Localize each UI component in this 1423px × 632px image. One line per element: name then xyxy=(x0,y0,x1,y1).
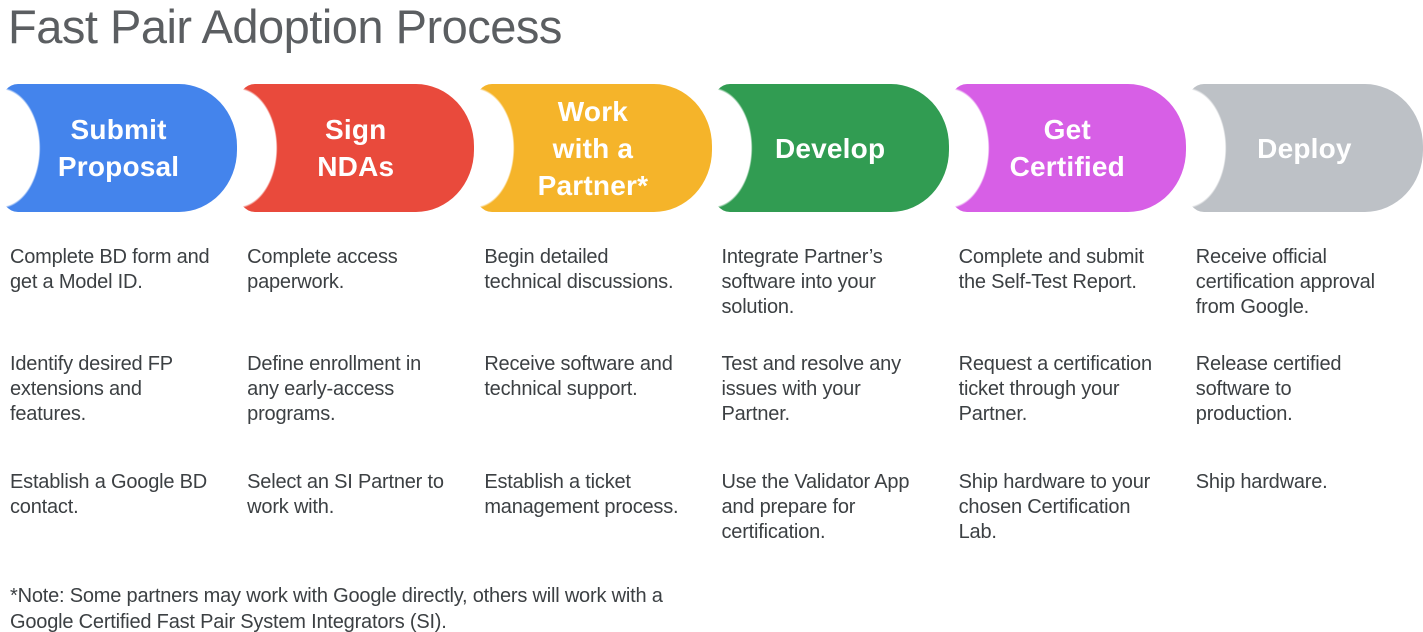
stage-pill-sign-ndas: Sign NDAs xyxy=(237,84,475,212)
stage-column-work-with-partner: Begin detailed technical discussions. Re… xyxy=(474,245,711,583)
stage-pill-develop: Develop xyxy=(711,84,949,212)
task-text: Complete access paperwork. xyxy=(247,246,398,293)
task-text: Begin detailed technical discussions. xyxy=(484,246,674,293)
task-text: Establish a Google BD contact. xyxy=(10,471,208,518)
task-text: Complete BD form and get a Model ID. xyxy=(10,246,210,293)
task-text: Receive official certification approval … xyxy=(1195,246,1375,318)
task-text: Receive software and technical support. xyxy=(484,353,673,400)
stage-column-develop: Integrate Partner’s software into your s… xyxy=(711,245,948,583)
stage-label: Submit Proposal xyxy=(57,114,180,182)
stage-pill-submit-proposal: Submit Proposal xyxy=(0,84,238,212)
task-text: Select an SI Partner to work with. xyxy=(247,471,444,518)
task-text: Establish a ticket management process. xyxy=(484,471,679,518)
stage-task-columns: Complete BD form and get a Model ID. Ide… xyxy=(0,245,1423,583)
page-title: Fast Pair Adoption Process xyxy=(8,0,562,53)
stage-column-sign-ndas: Complete access paperwork. Define enroll… xyxy=(237,245,474,583)
task-text: Define enrollment in any early-access pr… xyxy=(247,353,422,425)
task-text: Integrate Partner’s software into your s… xyxy=(721,246,883,318)
stage-label: Deploy xyxy=(1257,132,1352,164)
stage-pill-get-certified: Get Certified xyxy=(948,84,1186,212)
footnote: *Note: Some partners may work with Googl… xyxy=(10,585,663,632)
task-text: Ship hardware. xyxy=(1195,471,1328,493)
task-text: Ship hardware to your chosen Certificati… xyxy=(958,471,1151,543)
stage-label: Develop xyxy=(774,132,886,164)
stage-column-submit-proposal: Complete BD form and get a Model ID. Ide… xyxy=(0,245,237,583)
task-text: Test and resolve any issues with your Pa… xyxy=(721,353,901,425)
stage-column-deploy: Receive official certification approval … xyxy=(1186,245,1423,583)
task-text: Complete and submit the Self-Test Report… xyxy=(958,246,1144,293)
stage-pill-work-with-partner: Work with a Partner* xyxy=(474,84,712,212)
stage-label: Work with a Partner* xyxy=(537,95,649,201)
stage-label: Sign NDAs xyxy=(317,114,395,182)
task-text: Request a certification ticket through y… xyxy=(958,353,1152,425)
task-text: Release certified software to production… xyxy=(1195,353,1342,425)
stage-column-get-certified: Complete and submit the Self-Test Report… xyxy=(949,245,1186,583)
task-text: Identify desired FP extensions and featu… xyxy=(10,353,173,425)
process-stage-band: Submit Proposal Sign NDAs Work with a Pa… xyxy=(0,84,1423,212)
stage-pill-deploy: Deploy xyxy=(1185,84,1423,212)
stage-label: Get Certified xyxy=(1009,114,1125,182)
task-text: Use the Validator App and prepare for ce… xyxy=(721,471,910,543)
